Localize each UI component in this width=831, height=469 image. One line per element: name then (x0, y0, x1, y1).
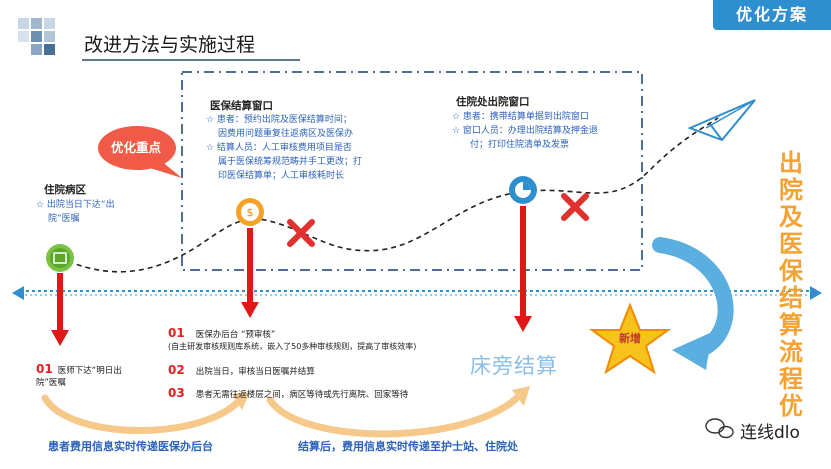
step-number: 02 (168, 363, 185, 377)
vertical-title: 出院 及医 保结 算流 程优 (779, 149, 803, 420)
step-text: 医师下达“明日出 (57, 366, 122, 376)
step-text: 出院当日，审核当日医嘱并结算 (195, 367, 315, 377)
insurance-line: 印医保结算单；人工审核耗时长 (218, 171, 345, 181)
step-note: (自主研发审核规则库系统，嵌入了50多种审核规则，提高了审核效率) (168, 342, 417, 351)
bottom-caption-left: 患者费用信息实时传递医保办后台 (48, 440, 213, 453)
discharge-line: 付；打印住院清单及发票 (470, 140, 570, 150)
cross-icon (561, 193, 589, 221)
bedside-settlement-label: 床旁结算 (470, 354, 558, 378)
exit-icon (46, 244, 74, 272)
dashed-box (181, 71, 643, 271)
discharge-title: 住院处出院窗口 (456, 96, 530, 108)
ward-title: 住院病区 (44, 184, 86, 196)
insurance-line: 因费用问题重复往返病区及医保办 (218, 129, 354, 139)
step-number: 01 (36, 362, 53, 376)
logo-text: 连线dlo (740, 423, 800, 443)
insurance-line: ☆ 结算人员：人工审核费用项目是否 (206, 143, 352, 153)
insurance-title: 医保结算窗口 (210, 100, 273, 112)
step-text: 医保办后台 “预审核” (195, 330, 276, 340)
star-icon (588, 302, 672, 375)
timeline-left-arrow (12, 286, 24, 300)
insurance-line: ☆ 患者：预约出院及医保结算时间； (206, 115, 352, 125)
timeline-right-arrow (810, 286, 822, 300)
section-tag: 优化方案 (713, 0, 831, 30)
discharge-line: ☆ 窗口人员：办理出院结算及押金退 (452, 126, 598, 136)
down-arrow (514, 206, 532, 332)
cross-icon (287, 219, 315, 247)
coin-icon: $ (236, 198, 264, 226)
focus-bubble: 优化重点 (110, 140, 161, 155)
step-text: 院”医嘱 (36, 378, 66, 388)
paper-plane-icon (687, 99, 756, 142)
ward-line: ☆ 出院当日下达“出 (36, 200, 115, 210)
page-title: 改进方法与实施过程 (84, 34, 256, 56)
wechat-icon (705, 418, 734, 439)
discharge-line: ☆ 患者：携带结算单据到出院窗口 (452, 112, 589, 122)
bottom-caption-right: 结算后，费用信息实时传递至护士站、住院处 (298, 440, 518, 453)
step-number: 03 (168, 386, 185, 400)
flow-arc (266, 391, 524, 438)
down-arrow (241, 228, 259, 318)
pie-chart-icon (509, 176, 537, 204)
step-number: 01 (168, 326, 185, 340)
new-badge: 新增 (619, 332, 641, 345)
flow-arc (41, 394, 244, 434)
step-text: 患者无需往返楼层之间，病区等待或先行离院、回家等待 (195, 390, 409, 400)
insurance-line: 属于医保统筹规范畴并手工更改；打 (218, 157, 363, 167)
process-curve (59, 117, 719, 273)
svg-text:$: $ (247, 206, 254, 219)
ward-line: 院”医嘱 (48, 214, 80, 224)
down-arrow (51, 273, 69, 346)
curved-arrow (652, 237, 734, 358)
